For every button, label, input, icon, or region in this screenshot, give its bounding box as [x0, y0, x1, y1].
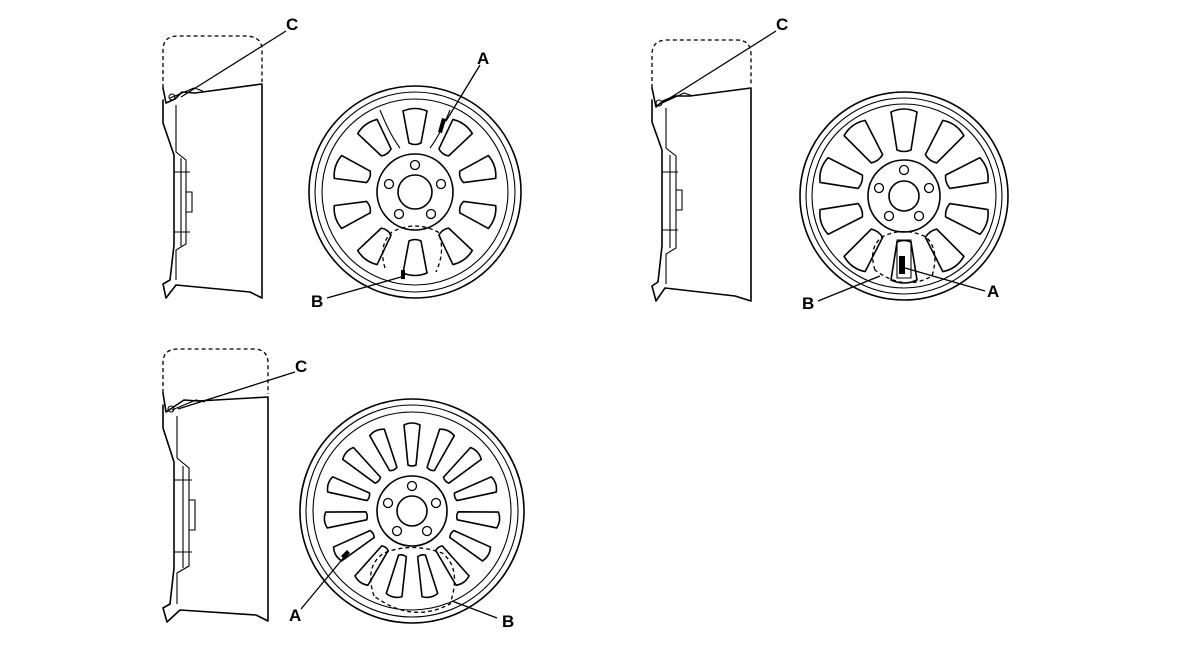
- wheel-1-callout-a: A: [477, 49, 489, 68]
- wheel-2-front-view: [799, 91, 1009, 301]
- wheel-3-callout-b: B: [502, 612, 514, 631]
- wheel-1-callout-b: B: [311, 292, 323, 311]
- wheel-3-callout-c: C: [295, 357, 307, 376]
- leader-lines: [177, 30, 986, 619]
- wheel-2-callout-b: B: [802, 294, 814, 313]
- wheel-1-side-view: [162, 35, 263, 299]
- callout-labels: C A B C A B C A B: [286, 15, 999, 631]
- wheel-3-front-view: [299, 398, 525, 624]
- wheel-3-callout-a: A: [289, 606, 301, 625]
- wheel-1-front-view: [308, 85, 522, 299]
- wheel-1-callout-c: C: [286, 15, 298, 34]
- wheel-3-side-view: [162, 348, 269, 623]
- wheel-2-side-view: [651, 39, 752, 302]
- wheel-2-callout-c: C: [776, 15, 788, 34]
- wheel-2-callout-a: A: [987, 282, 999, 301]
